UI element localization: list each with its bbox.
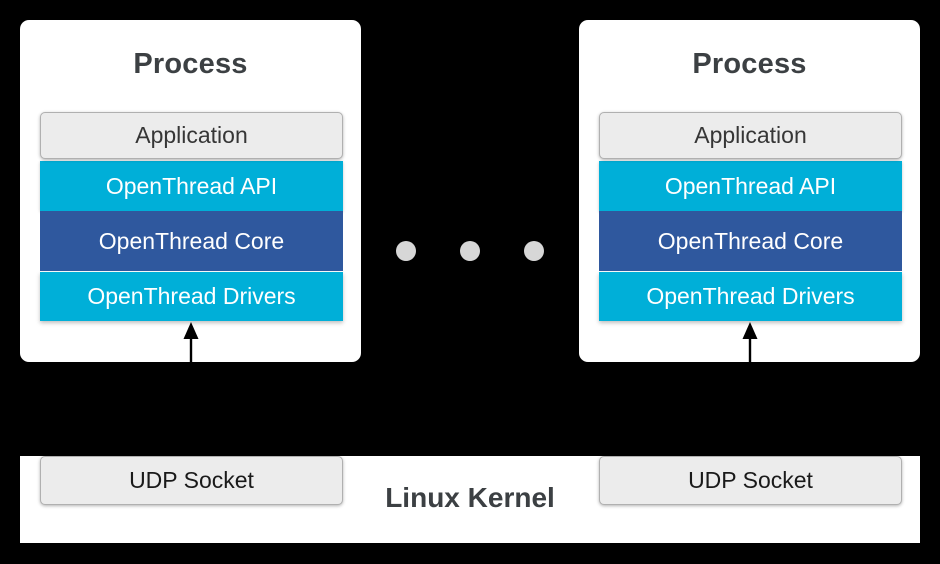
layer-openthread-drivers-left[interactable]: OpenThread Drivers: [40, 272, 343, 321]
arrow-up-icon-left: [183, 322, 199, 363]
three-dots-icon-dot-3: [524, 241, 544, 261]
layer-openthread-api-right[interactable]: OpenThread API: [599, 161, 902, 211]
linux-kernel-bar: UDP Socket Linux Kernel UDP Socket: [20, 456, 920, 543]
udp-socket-right[interactable]: UDP Socket: [599, 456, 902, 505]
layer-openthread-api-left[interactable]: OpenThread API: [40, 161, 343, 211]
layer-openthread-drivers-right[interactable]: OpenThread Drivers: [599, 272, 902, 321]
process-title-left: Process: [133, 48, 248, 80]
three-dots-icon-dot-1: [396, 241, 416, 261]
layer-openthread-core-right[interactable]: OpenThread Core: [599, 211, 902, 271]
linux-kernel-label: Linux Kernel: [385, 482, 555, 513]
layer-application-left[interactable]: Application: [40, 112, 343, 159]
layer-openthread-core-left[interactable]: OpenThread Core: [40, 211, 343, 271]
arrow-up-icon-right: [742, 322, 758, 363]
process-card-left[interactable]: Process Application OpenThread API OpenT…: [20, 20, 361, 362]
process-card-right[interactable]: Process Application OpenThread API OpenT…: [579, 20, 920, 362]
udp-socket-left[interactable]: UDP Socket: [40, 456, 343, 505]
three-dots-icon-dot-2: [460, 241, 480, 261]
process-title-right: Process: [692, 48, 807, 80]
layer-stack-left: Application OpenThread API OpenThread Co…: [40, 112, 343, 321]
three-dots-icon: [396, 241, 544, 261]
layer-stack-right: Application OpenThread API OpenThread Co…: [599, 112, 902, 321]
layer-application-right[interactable]: Application: [599, 112, 902, 159]
